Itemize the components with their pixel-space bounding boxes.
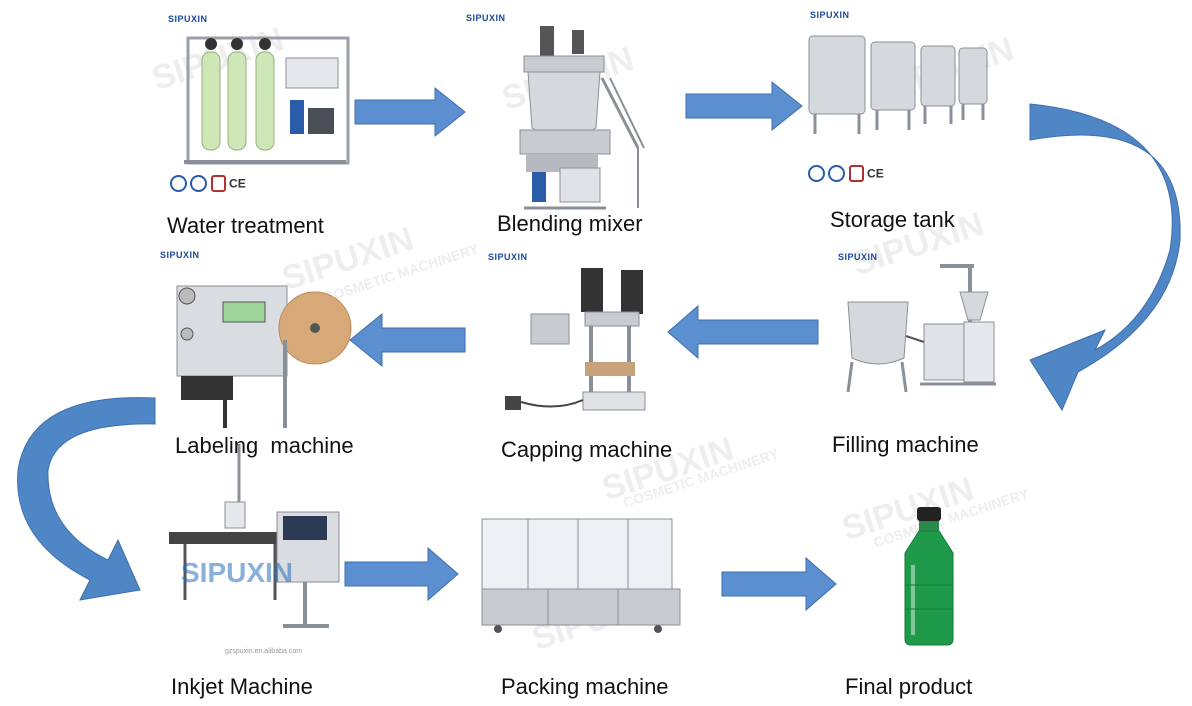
- ce-mark: CE: [867, 166, 884, 181]
- arrow-right-icon: [354, 86, 466, 138]
- step-label-blending-mixer: Blending mixer: [497, 211, 643, 236]
- arrow-right-icon: [685, 80, 803, 132]
- arrow-right-icon: [344, 546, 459, 602]
- step-label-water-treatment: Water treatment: [167, 213, 324, 238]
- inkjet-machine-illustration: SIPUXIN: [169, 444, 340, 628]
- step-label-capping-machine: Capping machine: [501, 437, 673, 462]
- filling-machine-illustration: [846, 264, 996, 393]
- arrow-left-icon: [667, 304, 819, 360]
- certification-marks: CE: [170, 175, 246, 192]
- brand-logo: SIPUXIN: [838, 252, 878, 262]
- capping-machine-illustration: [505, 268, 646, 411]
- brand-logo: SIPUXIN: [160, 250, 200, 260]
- step-label-filling-machine: Filling machine: [832, 432, 979, 457]
- arrow-left-icon: [349, 312, 466, 368]
- storage-tank-illustration: [808, 35, 988, 134]
- cert-badge-icon: [828, 165, 846, 182]
- water-treatment-illustration: [184, 36, 350, 165]
- brand-logo: SIPUXIN: [488, 252, 528, 262]
- final-product-illustration: [904, 507, 954, 646]
- step-label-final-product: Final product: [845, 674, 973, 699]
- curved-arrow-icon: [1029, 103, 1181, 412]
- cert-badge-icon: [190, 175, 208, 192]
- step-label-packing-machine: Packing machine: [501, 674, 669, 699]
- labeling-machine-illustration: [176, 285, 352, 428]
- curved-arrow-icon: [17, 397, 156, 601]
- cert-badge-icon: [808, 165, 825, 182]
- brand-logo: SIPUXIN: [168, 14, 208, 24]
- step-label-labeling-machine: Labeling machine: [175, 433, 354, 458]
- certification-marks: CE: [808, 165, 884, 182]
- arrow-right-icon: [721, 556, 837, 612]
- inkjet-watermark: SIPUXIN: [181, 557, 293, 588]
- cert-badge-icon: [170, 175, 187, 192]
- brand-logo: SIPUXIN: [466, 13, 506, 23]
- step-label-storage-tank: Storage tank: [830, 207, 955, 232]
- cert-badge-icon: [210, 175, 226, 192]
- step-label-inkjet-machine: Inkjet Machine: [171, 674, 313, 699]
- packing-machine-illustration: [481, 518, 681, 633]
- brand-logo: SIPUXIN: [810, 10, 850, 20]
- inkjet-source-url: gzspuxin.en.alibaba.com: [225, 648, 303, 655]
- cert-badge-icon: [848, 165, 864, 182]
- blending-mixer-illustration: [519, 26, 645, 210]
- ce-mark: CE: [229, 176, 246, 191]
